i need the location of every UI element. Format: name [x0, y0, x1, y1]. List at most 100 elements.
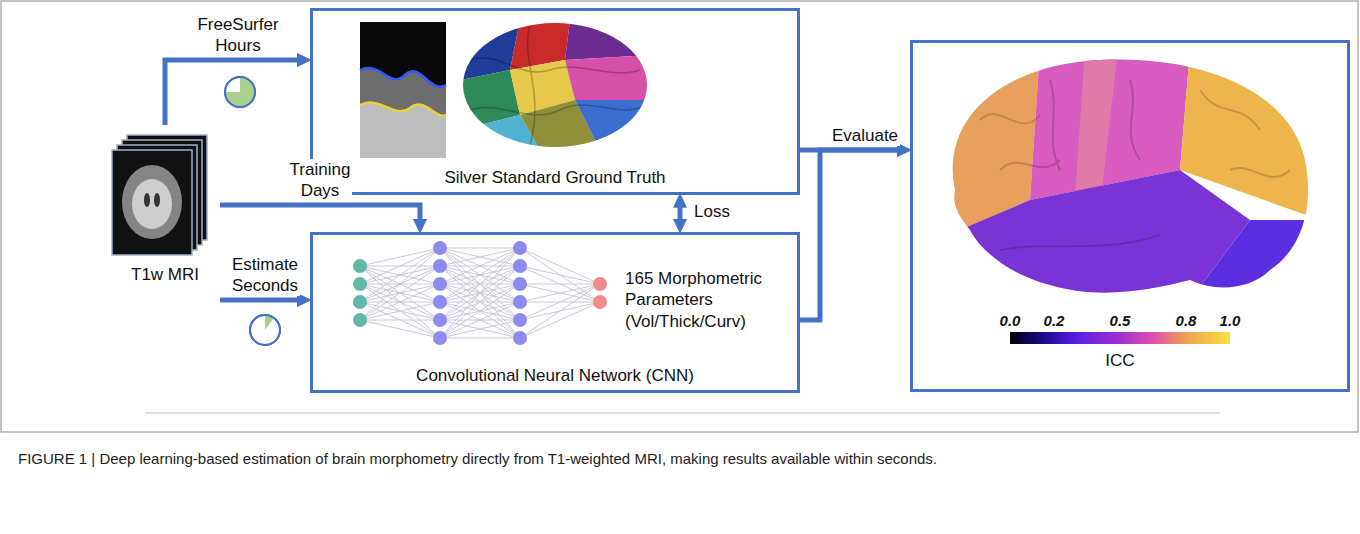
neural-network-part	[433, 295, 447, 309]
neural-network-part	[440, 248, 520, 266]
neural-network-part	[520, 248, 600, 284]
neural-network-part	[360, 248, 440, 320]
neural-network-part	[360, 302, 440, 320]
mri-stack-part	[144, 193, 150, 207]
neural-network-part	[433, 259, 447, 273]
neural-network-part	[360, 266, 440, 320]
neural-network-part	[440, 338, 520, 339]
neural-network-part	[440, 320, 520, 338]
icc-brain-part	[1075, 50, 1118, 196]
neural-network-part	[440, 248, 520, 338]
flow-arrow	[678, 203, 683, 224]
neural-network-part	[520, 284, 600, 338]
time-pie-part	[225, 77, 255, 107]
arrow-label: Evaluate	[830, 125, 900, 146]
figure-frame	[1, 1, 1358, 432]
tick-label: 0.2	[1044, 312, 1065, 329]
neural-network-part	[520, 266, 600, 284]
neural-network-part	[353, 295, 367, 309]
neural-network-part	[520, 284, 600, 285]
arrow-label: Estimate Seconds	[230, 254, 300, 297]
flow-arrow	[165, 60, 302, 125]
neural-network-part	[440, 248, 520, 284]
neural-network-part	[440, 284, 520, 338]
mri-contour-crop-part	[360, 68, 446, 158]
neural-network-part	[360, 302, 440, 320]
time-pie-part	[250, 315, 280, 345]
output-description: 165 Morphometric Parameters (Vol/Thick/C…	[625, 268, 785, 332]
neural-network-part	[440, 320, 520, 338]
neural-network-part	[513, 277, 527, 291]
figure-frame-part	[1, 1, 1358, 432]
arrow-label: Training Days	[288, 159, 353, 202]
mri-stack-part	[112, 150, 192, 255]
mri-stack-part	[122, 165, 182, 239]
neural-network	[353, 241, 607, 345]
neural-network-part	[360, 266, 440, 320]
arrow-label: FreeSurfer Hours	[195, 14, 280, 57]
neural-network-part	[520, 266, 600, 302]
mri-contour-crop	[360, 22, 446, 158]
neural-network-part	[440, 266, 520, 338]
tick-label: 0.5	[1110, 312, 1131, 329]
neural-network-part	[440, 302, 520, 338]
mri-stack-part	[154, 193, 160, 207]
colorbar-title: ICC	[1105, 350, 1134, 371]
neural-network-part	[440, 248, 520, 284]
neural-network-part	[513, 295, 527, 309]
mri-stack	[112, 135, 207, 255]
ground-truth-box: Silver Standard Ground Truth	[310, 8, 800, 195]
figure-frame-part	[145, 412, 1220, 414]
neural-network-part	[360, 248, 440, 302]
neural-network-part	[440, 248, 520, 338]
tick-label: 0.0	[1000, 312, 1021, 329]
neural-network-part	[353, 313, 367, 327]
neural-network-part	[440, 302, 520, 338]
cnn-box: 165 Morphometric Parameters (Vol/Thick/C…	[310, 232, 800, 393]
icc-brain	[940, 50, 1320, 300]
flow-arrow	[800, 150, 902, 320]
neural-network-part	[520, 284, 600, 320]
neural-network-part	[440, 284, 520, 338]
image-stack: T1w MRI	[110, 125, 220, 310]
neural-network-part	[353, 277, 367, 291]
box-title: Silver Standard Ground Truth	[444, 167, 665, 188]
neural-network-part	[360, 284, 440, 320]
neural-network-part	[360, 320, 440, 338]
neural-network-part	[593, 277, 607, 291]
neural-network-part	[513, 259, 527, 273]
neural-network-part	[360, 266, 440, 338]
tick-label: 1.0	[1220, 312, 1241, 329]
neural-network-part	[360, 284, 440, 338]
neural-network-part	[440, 248, 520, 302]
neural-network-part	[353, 259, 367, 273]
neural-network-part	[513, 313, 527, 327]
neural-network-part	[360, 248, 440, 284]
neural-network-part	[440, 248, 520, 320]
icc-brain-part	[980, 80, 1290, 250]
tick-label: 0.8	[1176, 312, 1197, 329]
neural-network-part	[513, 241, 527, 255]
time-pie	[225, 77, 280, 345]
icc-colorbar	[1010, 332, 1230, 344]
mri-stack-part	[132, 179, 172, 229]
neural-network-part	[433, 331, 447, 345]
neural-network-part	[520, 284, 600, 302]
neural-network-part	[440, 248, 520, 249]
mri-contour-crop-part	[360, 22, 446, 158]
neural-network-part	[520, 284, 600, 302]
neural-network-part	[520, 302, 600, 338]
time-pie-part	[225, 77, 255, 107]
neural-network-part	[440, 266, 520, 338]
mri-contour-crop-part	[360, 103, 446, 158]
stack-label: T1w MRI	[131, 264, 199, 285]
neural-network-part	[360, 248, 440, 266]
time-pie-part	[250, 315, 280, 345]
icc-brain-part	[1190, 220, 1320, 300]
neural-network-part	[513, 331, 527, 345]
neural-network-part	[360, 284, 440, 320]
flow-arrow	[220, 205, 420, 224]
neural-network-part	[440, 248, 520, 302]
neural-network-part	[433, 241, 447, 255]
